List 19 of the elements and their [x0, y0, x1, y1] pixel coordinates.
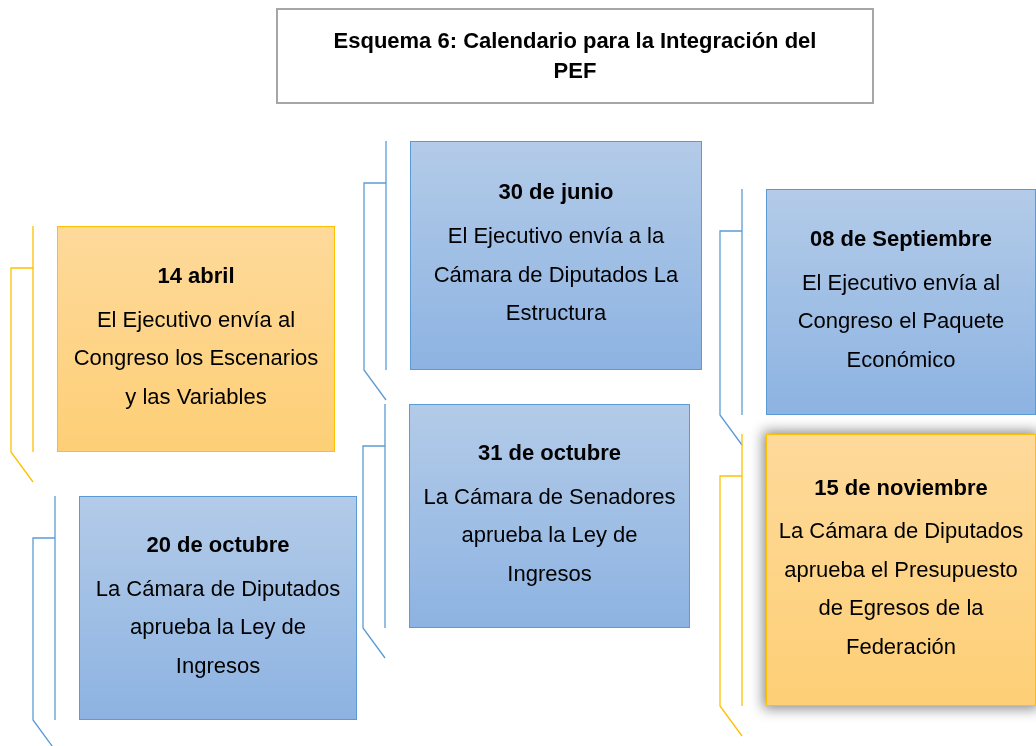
date-heading: 20 de octubre [146, 530, 290, 559]
date-box [57, 226, 335, 452]
date-heading: 08 de Septiembre [809, 224, 993, 253]
date-heading: 31 de octubre [477, 438, 621, 467]
date-heading: 30 de junio [498, 178, 614, 207]
date-box [79, 496, 357, 720]
date-box [409, 404, 690, 628]
title-box: Esquema 6: Calendario para la Integración del PEF [276, 8, 874, 104]
event-text: El Ejecutivo envía a la Cámara de Diputados La Estructura [432, 222, 680, 328]
date-heading: 14 abril [157, 261, 235, 290]
event-text: El Ejecutivo envía al Congreso los Escenarios y las Variables [72, 305, 320, 411]
date-box [410, 141, 702, 370]
date-box [766, 189, 1036, 415]
event-text: La Cámara de Diputados aprueba el Presupuesto de Egresos de la Federación [777, 517, 1025, 661]
date-heading: 15 de noviembre [814, 473, 988, 502]
event-text: La Cámara de Diputados aprueba la Ley de Ingresos [94, 574, 342, 680]
event-text: El Ejecutivo envía al Congreso el Paquete Económico [796, 268, 1006, 374]
event-text: La Cámara de Senadores aprueba la Ley de Ingresos [422, 482, 677, 588]
date-box [766, 434, 1036, 706]
